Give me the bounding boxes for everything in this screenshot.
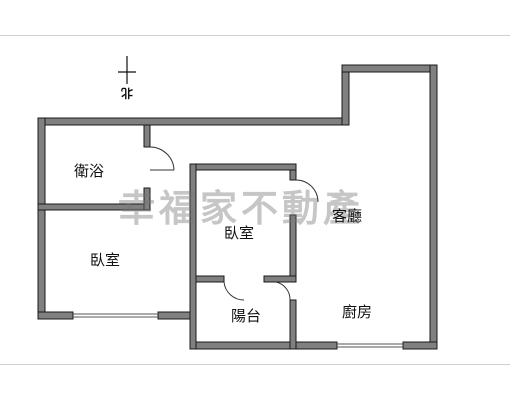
wall-west <box>37 117 46 319</box>
wall-center-bed-east-top <box>289 169 297 181</box>
bottom-divider <box>0 364 510 365</box>
wall-bottom-left-2 <box>157 311 195 320</box>
room-label-living-room: 客廳 <box>332 207 363 225</box>
top-divider <box>0 35 510 36</box>
room-label-kitchen: 廚房 <box>342 303 373 321</box>
wall-east <box>429 64 438 349</box>
wall-bottom-left <box>37 311 74 320</box>
wall-bottom-middle <box>189 341 338 350</box>
wall-bath-east-lower <box>143 187 151 211</box>
north-arrow-icon <box>118 56 136 84</box>
wall-bottom-right <box>402 341 438 350</box>
room-label-balcony: 陽台 <box>231 307 262 325</box>
door-swing-balcony <box>275 281 291 301</box>
wall-step <box>341 64 350 126</box>
door-swing-center-bed <box>295 179 319 203</box>
room-label-bedroom-center: 臥室 <box>224 224 255 242</box>
north-label: 北 <box>121 86 134 100</box>
wall-center-bed-bottom-left <box>195 275 225 283</box>
door-swing-lower <box>223 281 245 301</box>
wall-center-bed-bottom-right <box>263 275 297 283</box>
wall-balcony-east <box>289 299 297 350</box>
watermark: 幸福家不動產 <box>118 187 364 230</box>
wall-bath-east-upper <box>143 124 151 148</box>
door-swing-bath <box>149 146 175 171</box>
room-label-bathroom: 衛浴 <box>74 162 105 180</box>
wall-top-outer <box>37 117 349 126</box>
room-label-bedroom-left: 臥室 <box>90 251 121 269</box>
wall-center-bed-top <box>189 163 297 171</box>
wall-top-east <box>341 64 438 73</box>
wall-center-bed-west <box>189 163 197 350</box>
